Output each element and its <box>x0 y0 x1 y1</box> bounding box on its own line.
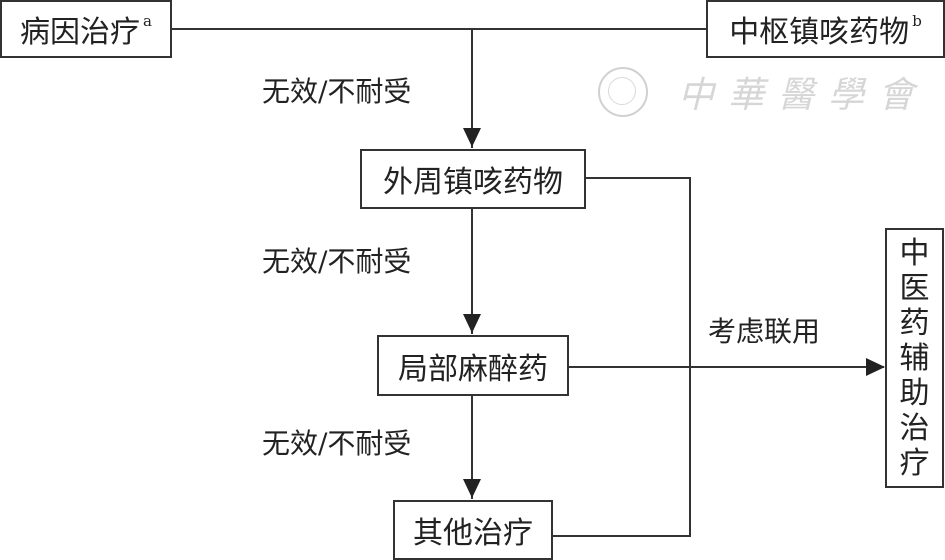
node-label: 外周镇咳药物 <box>383 165 563 200</box>
node-char: 中 <box>899 235 930 271</box>
society-seal-icon <box>598 67 648 117</box>
edge-label-ineffective-3: 无效/不耐受 <box>262 427 412 460</box>
node-char: 助 <box>899 375 930 411</box>
node-char: 治 <box>899 410 930 446</box>
watermark: 中華醫學會 <box>598 66 928 118</box>
node-other-treatment: 其他治疗 <box>393 500 553 560</box>
arrowhead-icon <box>866 358 885 376</box>
node-char: 辅 <box>899 340 930 376</box>
footnote-marker: b <box>912 12 922 30</box>
node-tcm-adjuvant: 中 医 药 辅 助 治 疗 <box>885 228 944 488</box>
node-label: 病因治疗 <box>20 15 141 50</box>
edge-label-combine: 考虑联用 <box>708 315 821 348</box>
node-label: 其他治疗 <box>413 516 533 551</box>
edge-label-ineffective-2: 无效/不耐受 <box>262 245 412 278</box>
node-char: 药 <box>899 305 930 341</box>
edge-label-ineffective-1: 无效/不耐受 <box>262 75 412 108</box>
node-char: 疗 <box>899 445 930 481</box>
node-label: 中枢镇咳药物 <box>729 15 910 50</box>
node-local-anesthetic: 局部麻醉药 <box>377 335 569 396</box>
node-peripheral-antitussive: 外周镇咳药物 <box>360 149 586 209</box>
peripheral-to-combine-line <box>552 177 691 537</box>
arrowhead-icon <box>463 128 481 147</box>
node-label: 局部麻醉药 <box>398 351 548 387</box>
arrowhead-icon <box>463 479 481 498</box>
arrowhead-icon <box>463 314 481 333</box>
footnote-marker: a <box>143 12 152 30</box>
watermark-text: 中華醫學會 <box>678 75 929 116</box>
node-char: 医 <box>899 270 930 306</box>
